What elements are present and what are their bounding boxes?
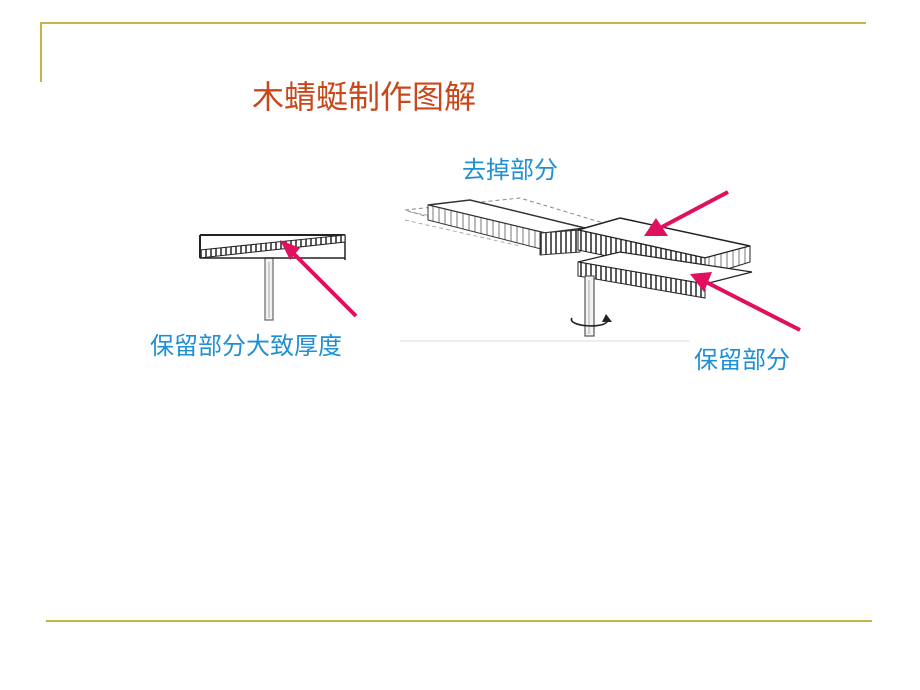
block-diagram <box>404 197 753 337</box>
blade-section <box>199 234 346 259</box>
frame-bottom-line <box>46 620 872 622</box>
pointer-arrows <box>280 190 801 332</box>
label-kept-thickness: 保留部分大致厚度 <box>150 332 342 360</box>
frame-top-line <box>40 22 866 24</box>
kept-blade-front <box>577 261 706 299</box>
arrow-thickness-head <box>280 240 300 260</box>
removed-outline-top <box>404 197 611 238</box>
label-kept-part: 保留部分 <box>694 346 790 374</box>
arrow-kept-bottom-line <box>705 280 801 332</box>
removed-slab-end <box>539 229 581 256</box>
slide-title: 木蜻蜓制作图解 <box>252 78 477 116</box>
arrow-kept-top-line <box>659 190 729 230</box>
arrow-kept-top-head <box>644 218 668 236</box>
label-removed-part: 去掉部分 <box>462 156 558 184</box>
cross-section-propeller <box>199 234 346 321</box>
frame-left-line <box>40 22 42 82</box>
arrow-thickness-line <box>290 250 358 318</box>
rotation-arrow-icon <box>570 317 609 327</box>
arrow-kept-bottom-head <box>690 272 712 292</box>
